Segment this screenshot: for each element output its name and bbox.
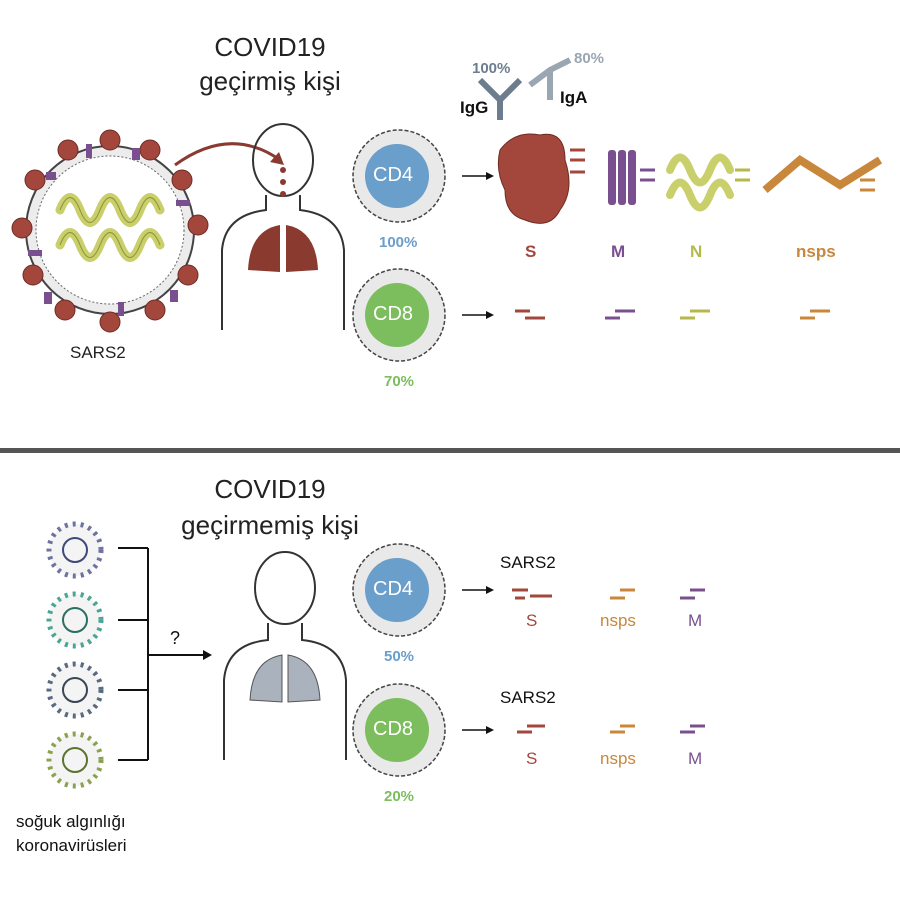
spike-protein-icon xyxy=(497,133,570,224)
cd8-cell-bottom-icon xyxy=(352,683,446,777)
person-uninfected-icon xyxy=(223,551,347,760)
antibody-iga-icon xyxy=(528,57,572,100)
cd4-bottom-protein-s: S xyxy=(526,611,538,630)
cd4-bottom-label: CD4 xyxy=(373,578,414,600)
protein-nsps-label: nsps xyxy=(796,242,836,261)
cd4-top-percent: 100% xyxy=(379,234,418,251)
nucleocapsid-icon xyxy=(666,153,734,212)
bottom-title-line2: geçirmemiş kişi xyxy=(181,510,359,540)
igg-percent: 100% xyxy=(472,60,511,77)
cd8-bottom-protein-nsps: nsps xyxy=(600,749,636,768)
cd8-bottom-virus-label: SARS2 xyxy=(500,688,556,707)
bottom-title-line1: COVID19 xyxy=(214,474,326,504)
cd4-top-label: CD4 xyxy=(373,164,414,186)
cd4-cell-top-icon xyxy=(352,129,446,223)
cold-virus-label-line1: soğuk algınlığı xyxy=(16,812,126,831)
sars2-virus-label: SARS2 xyxy=(70,343,126,362)
cd8-cell-top-icon xyxy=(352,268,446,362)
cd4-cell-bottom-icon xyxy=(352,543,446,637)
protein-n-label: N xyxy=(690,242,703,261)
person-infected-icon xyxy=(221,123,345,330)
membrane-protein-icon xyxy=(608,150,636,205)
infection-arrow-icon xyxy=(174,142,281,167)
section-divider xyxy=(0,448,900,453)
question-mark: ? xyxy=(170,628,181,648)
cd8-top-label: CD8 xyxy=(373,303,414,325)
bracket-connector xyxy=(118,547,205,761)
cd8-bottom-label: CD8 xyxy=(373,718,414,740)
sars2-virus-icon xyxy=(11,129,209,333)
protein-m-label: M xyxy=(611,242,626,261)
cd8-top-percent: 70% xyxy=(384,373,415,390)
antibody-igg-icon xyxy=(477,77,523,120)
cd4-bottom-protein-m: M xyxy=(688,611,703,630)
cold-virus-label-line2: koronavirüsleri xyxy=(16,836,127,855)
cd4-bottom-protein-nsps: nsps xyxy=(600,611,636,630)
top-title-line2: geçirmiş kişi xyxy=(199,66,341,96)
cd8-bottom-protein-m: M xyxy=(688,749,703,768)
cold-coronaviruses-icon xyxy=(46,521,104,789)
top-title-line1: COVID19 xyxy=(214,32,326,62)
cd4-bottom-percent: 50% xyxy=(384,648,415,665)
igg-label: IgG xyxy=(460,98,489,117)
protein-s-label: S xyxy=(525,242,537,261)
iga-label: IgA xyxy=(560,88,588,107)
cd4-bottom-virus-label: SARS2 xyxy=(500,553,556,572)
iga-percent: 80% xyxy=(574,50,605,67)
cd8-bottom-percent: 20% xyxy=(384,788,415,805)
nsps-protein-icon xyxy=(762,155,883,194)
cd8-bottom-protein-s: S xyxy=(526,749,538,768)
